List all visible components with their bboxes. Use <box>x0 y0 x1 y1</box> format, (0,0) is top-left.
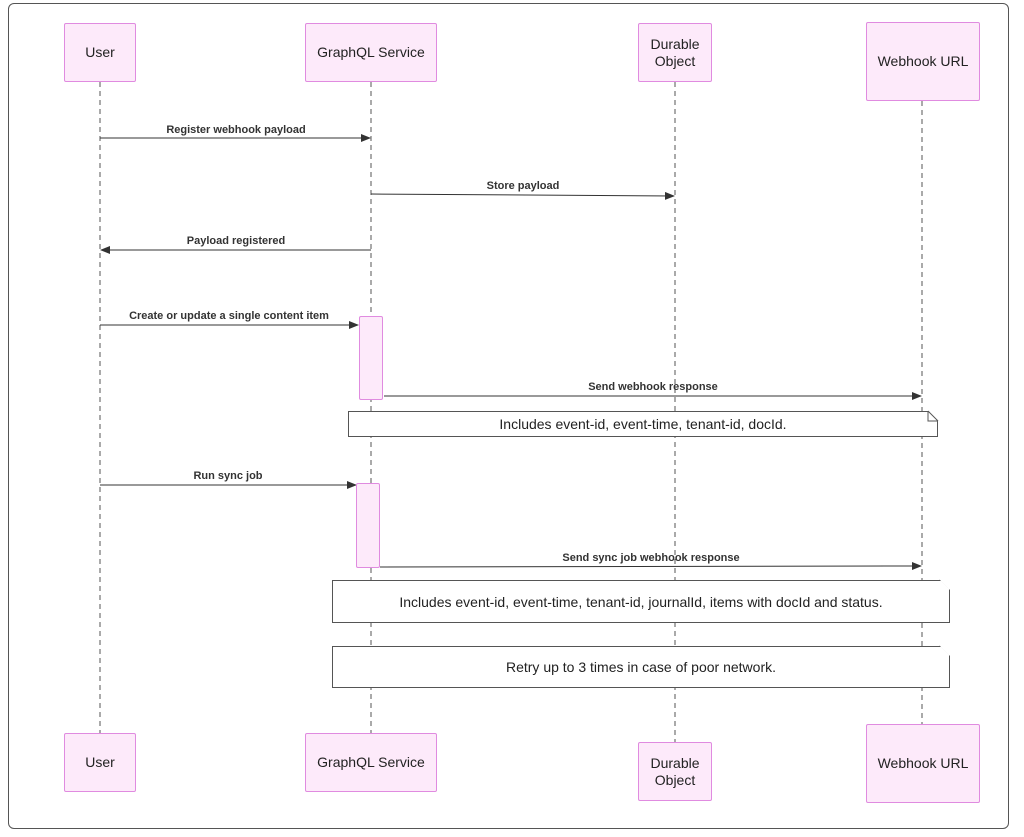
participant-durable-top: Durable Object <box>638 23 712 82</box>
activation-box-create <box>359 316 383 400</box>
note-text: Includes event-id, event-time, tenant-id… <box>499 416 787 432</box>
note-retry: Retry up to 3 times in case of poor netw… <box>332 646 950 688</box>
participant-label: User <box>85 754 115 770</box>
message-label-register: Register webhook payload <box>166 124 306 136</box>
participant-user-top: User <box>64 23 136 82</box>
participant-graphql-top: GraphQL Service <box>305 23 437 82</box>
participant-label: GraphQL Service <box>317 754 425 770</box>
note-text: Retry up to 3 times in case of poor netw… <box>505 659 776 675</box>
message-label-run-sync: Run sync job <box>193 470 263 482</box>
message-label-registered: Payload registered <box>186 235 286 247</box>
participant-graphql-bottom: GraphQL Service <box>305 733 437 792</box>
participant-label: GraphQL Service <box>317 44 425 60</box>
message-label-send-webhook: Send webhook response <box>588 381 718 393</box>
message-label-sync-webhook: Send sync job webhook response <box>562 552 740 564</box>
note-sync-contents: Includes event-id, event-time, tenant-id… <box>332 580 950 623</box>
participant-user-bottom: User <box>64 733 136 792</box>
note-webhook-contents: Includes event-id, event-time, tenant-id… <box>348 411 938 437</box>
message-label-create-update: Create or update a single content item <box>129 310 329 322</box>
participant-label-line-2: Object <box>654 771 696 788</box>
participant-label-line-2: Object <box>654 52 696 69</box>
participant-label-line-1: Durable <box>650 754 700 771</box>
participant-label-line-1: Durable <box>650 35 700 52</box>
participant-webhook-top: Webhook URL <box>866 22 980 101</box>
message-arrow-sync-webhook <box>379 562 922 571</box>
activation-box-sync <box>356 483 380 568</box>
note-text: Includes event-id, event-time, tenant-id… <box>399 593 883 610</box>
participant-durable-bottom: Durable Object <box>638 742 712 801</box>
participant-label: Webhook URL <box>877 53 969 69</box>
participant-label: Webhook URL <box>877 755 969 771</box>
message-label-store: Store payload <box>486 180 560 192</box>
participant-label: User <box>85 44 115 60</box>
participant-webhook-bottom: Webhook URL <box>866 724 980 803</box>
message-arrow-store <box>370 191 675 200</box>
